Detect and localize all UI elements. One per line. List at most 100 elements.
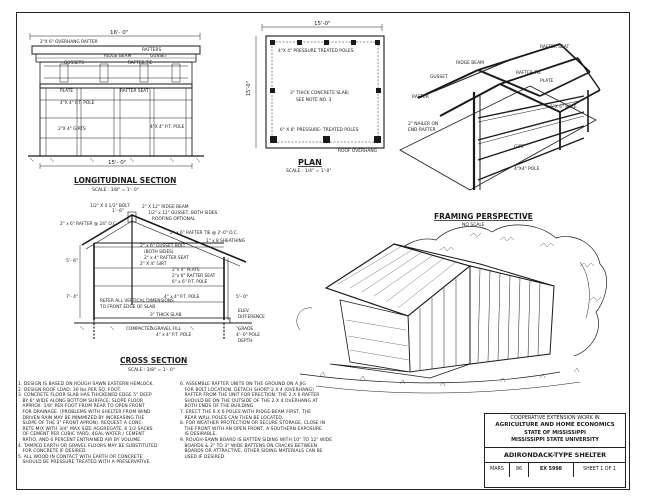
- label-rafter-seat: RAFTER SEAT: [120, 88, 149, 94]
- perspective-scale: NO SCALE: [462, 222, 485, 228]
- cross-label-bolt: 1/2" X 4 1/2" BOLT: [90, 203, 130, 209]
- title-block: COOPERATIVE EXTENSION WORK IN AGRICULTUR…: [484, 413, 626, 488]
- persp-label-nailer: 2" NAILER ON: [408, 121, 438, 127]
- plan-label-slab-note: SEE NOTE NO. 3: [296, 97, 332, 103]
- title-block-line3: STATE OF MISSISSIPPI: [524, 429, 586, 436]
- notes-right: 6. ASSEMBLE RAFTER UNITS ON THE GROUND O…: [180, 382, 366, 460]
- label-rafters: RAFTERS: [142, 47, 161, 53]
- note-line: RATIO, AND 6 PERCENT ENTRAINED AIR BY VO…: [18, 437, 142, 443]
- cross-label-grade-word: GRADE: [238, 326, 253, 332]
- cross-label-rafter-seat: 2" x 4" RAFTER SEAT: [144, 255, 189, 261]
- cross-label-slab: 3" THICK SLAB: [150, 312, 182, 318]
- note-line: 4. TAMPED EARTH OR GRAVEL FLOORS MAY BE …: [18, 443, 158, 449]
- title-block-line2: AGRICULTURE AND HOME ECONOMICS: [495, 422, 615, 429]
- plan-label-slab: 3" THICK CONCRETE SLAB;: [290, 90, 349, 96]
- cross-label-gusset: 1/2" x 12" GUSSET, BOTH SIDES: [148, 210, 217, 216]
- plan-label-bottom-poles: 6" X 6" PRESSURE- TREATED POLES: [280, 127, 359, 133]
- cross-scale: SCALE : 3/8" = 1'- 0": [128, 367, 175, 373]
- cell-sheet: SHEET 1 OF 1: [583, 467, 616, 472]
- label-plate: PLATE: [60, 88, 73, 94]
- persp-label-pole-4x4: 4"X4" POLE: [514, 166, 540, 172]
- label-pole-2: 4"X 4" P.T. POLE: [150, 124, 185, 130]
- cross-label-grade: 4" x 4" P.T. POLE: [156, 332, 192, 338]
- plan-label-overhang: ROOF OVERHANG: [338, 148, 378, 154]
- title-block-line4: MISSISSIPPI STATE UNIVERSITY: [511, 437, 599, 444]
- label-gusset: GUSSET: [150, 53, 168, 59]
- cross-label-elev: ELEV.: [238, 308, 250, 314]
- note-line: THE FRONT WITH AN OPEN FRONT, A SOUTHERN…: [180, 426, 323, 432]
- note-line: OF CEMENT PER CUBIC YARD, 4GAL WATER / C…: [18, 432, 145, 438]
- cross-dim-bottom: 5'- 0": [236, 294, 248, 300]
- notes-left: 1. DESIGN IS BASED ON ROUGH SAWN EASTERN…: [18, 382, 194, 466]
- note-line: DRIVEN RAIN MAY BE MINIMIZED BY INCREASI…: [18, 415, 145, 421]
- title-block-cells: MARS 86 EX 5998 SHEET 1 OF 1: [485, 463, 625, 477]
- label-rafter-tie: RAFTER TIE: [128, 60, 153, 66]
- cross-label-refer-2: TO FRONT EDGE OF SLAB: [99, 304, 155, 310]
- note-line: SLOPE OF THE 3" FRONT APRON). REQUEST A …: [18, 421, 144, 427]
- cross-label-pt-pole-2: 4" x 4" P.T. POLE: [164, 294, 200, 300]
- note-line: USED IF DESIRED.: [180, 454, 226, 460]
- note-line: RAFTER FROM THE UNIT FOR ERECTION. THE 2…: [180, 393, 320, 399]
- plan-view: 15'-0" 15'-0" 4"X 4" PRESSURE TREATED PO…: [246, 21, 385, 174]
- note-line: BY 6" WIDE ALONG BOTTOM SURFACE. SLOPE F…: [18, 398, 144, 404]
- cross-label-plate: 2"x 4" PLATE: [172, 267, 200, 273]
- cross-section: 5'- 6" 7'- 4" 1'- 6" 5'- 0" 1/2" X 4 1/2…: [60, 203, 265, 373]
- cross-dim-top: 1'- 6": [112, 208, 124, 214]
- title-block-line1: COOPERATIVE EXTENSION WORK IN: [510, 415, 600, 421]
- note-line: FOR CONCRETE IF DESIRED.: [18, 449, 87, 455]
- note-line: 2. DESIGN ROOF LOAD: 30 lbs PER SQ. FOOT…: [18, 387, 122, 393]
- note-line: 8. FOR WEATHER PROTECTION OR SECURE STOR…: [180, 421, 326, 427]
- plan-scale: SCALE : 1/4" = 1'-0": [286, 168, 331, 174]
- persp-label-rafter-seat: RAFTER SEAT: [540, 44, 569, 50]
- note-line: FOR DRAINAGE. (PROBLEMS WITH SHELTER FRO…: [18, 409, 151, 415]
- plan-top-dim: 15'-0": [314, 21, 331, 27]
- long-top-dim: 16'- 0": [110, 30, 128, 36]
- note-line: 9. ROUGH-SAWN BOARD IS BATTEN SIDING WIT…: [180, 437, 333, 443]
- plan-side-dim: 15'-0": [246, 81, 252, 96]
- plan-label-top-poles: 4"X 4" PRESSURE TREATED POLES: [278, 48, 354, 54]
- label-gussets: GUSSETS: [64, 60, 84, 66]
- cross-label-roofing: ROOFING OPTIONAL: [152, 216, 196, 222]
- persp-label-gusset: GUSSET: [430, 74, 448, 80]
- note-line: BOARDS OR ATTRACTIVE, OTHER SIDING MATER…: [180, 449, 323, 455]
- cross-label-both-sides: (BOTH SIDES): [144, 249, 174, 255]
- note-line: REAR WALL POLES CAN THEN BE LOCATED.: [180, 415, 284, 421]
- project-title: ADIRONDACK-TYPE SHELTER: [485, 448, 625, 463]
- note-line: 1. DESIGN IS BASED ON ROUGH SAWN EASTERN…: [18, 382, 154, 387]
- cross-label-difference: DIFFERENCE: [238, 314, 265, 320]
- plan-title: PLAN: [298, 158, 322, 167]
- persp-label-girt: GIRT: [514, 144, 524, 150]
- shelter-illustration: [296, 224, 607, 394]
- cross-label-pole-depth: 4'- 0" POLE: [236, 332, 260, 338]
- note-line: RETE MIX WITH 3/4" MAX SIZE AGGREGATE, 6…: [18, 426, 153, 432]
- perspective-title: FRAMING PERSPECTIVE: [434, 212, 533, 221]
- persp-label-ridge-beam: RIDGE BEAM: [456, 60, 484, 66]
- cross-label-refer: REFER ALL VERTICAL DIMENSIONS: [100, 298, 174, 304]
- label-pole: 4"X 4" P.T. POLE: [60, 100, 95, 106]
- cross-label-gusset-bolt: 2" x 6" GUSSET BOLT: [140, 243, 186, 249]
- cross-label-pt-pole: 6" x 6" P.T. POLE: [172, 279, 208, 285]
- note-line: 3. CONCRETE FLOOR SLAB HAS THICKENED EDG…: [18, 393, 152, 399]
- note-line: APPROX. 1/8" PER FOOT FROM REAR TO OPEN …: [18, 404, 145, 410]
- long-bottom-dim: 15'- 0": [108, 160, 126, 166]
- cross-label-ridge: 2" X 12" RIDGE BEAM: [142, 204, 189, 210]
- longitudinal-title: LONGITUDINAL SECTION: [74, 176, 176, 185]
- note-line: BOTH ENDS OF THE BUILDING.: [180, 404, 255, 410]
- persp-label-pole-6x6: 6"X 6" POLE: [550, 104, 577, 110]
- note-line: SHOULD BE PRESSURE TREATED WITH A PRESER…: [18, 460, 152, 466]
- longitudinal-section: 16'- 0": [28, 30, 204, 193]
- note-line: FOR BOLT LOCATION. DETACH SHORT 2 X 4 (O…: [180, 387, 314, 393]
- cross-dim-left: 5'- 6": [66, 258, 78, 264]
- cross-label-depth: DEPTH: [238, 338, 252, 344]
- cell-drawn: MARS: [485, 463, 510, 477]
- label-ridge-beam: RIDGE BEAM: [104, 53, 132, 59]
- cell-number: EX 5998: [529, 463, 574, 477]
- persp-label-nailer-2: END RAFTER: [408, 127, 436, 133]
- cross-dim-mid: 7'- 4": [66, 294, 78, 300]
- longitudinal-scale: SCALE : 3/8" = 1'- 0": [92, 187, 139, 193]
- note-line: IS DESIRABLE.: [180, 432, 218, 438]
- cross-label-sheathing: 1" x 8 SHEATHING: [206, 238, 245, 244]
- label-girts: 2"X 4" GIRTS: [58, 126, 86, 132]
- cross-label-gravel: COMPACTED GRAVEL FILL: [126, 326, 182, 332]
- note-line: BOARDS & 2" TO 3" WIDE BATTENS ON CRACKS…: [180, 443, 318, 449]
